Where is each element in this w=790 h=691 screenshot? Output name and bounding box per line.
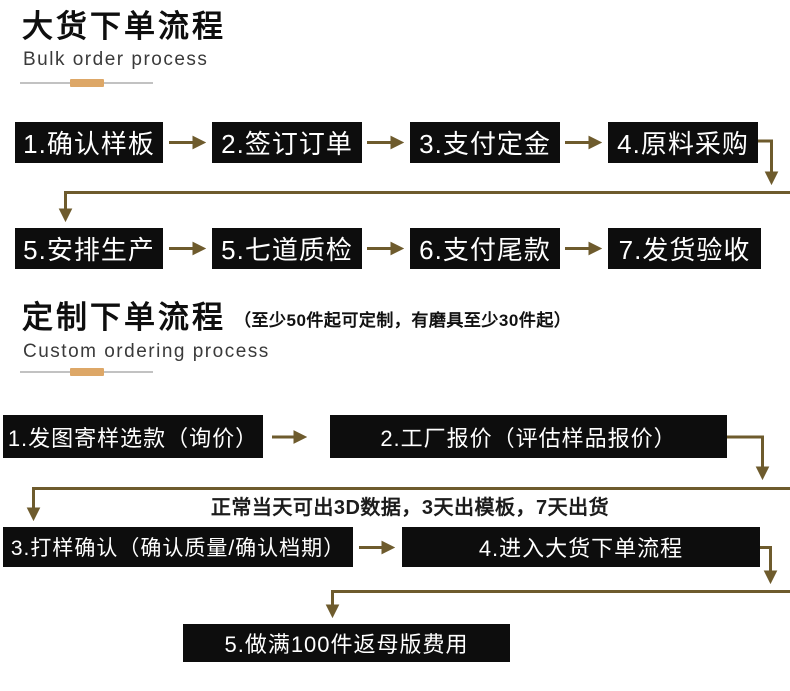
custom-section-subtitle: Custom ordering process (23, 341, 270, 362)
bulk-step-2: 2.签订订单 (212, 122, 362, 163)
custom-step-5: 5.做满100件返母版费用 (183, 624, 510, 662)
bulk-step-7: 6.支付尾款 (410, 228, 560, 269)
bulk-step-8: 7.发货验收 (608, 228, 761, 269)
bulk-section-header: 大货下单流程 (22, 9, 226, 44)
custom-section-header: 定制下单流程 （至少50件起可定制，有磨具至少30件起） (22, 300, 572, 335)
divider-accent (70, 368, 104, 376)
divider-accent (70, 79, 104, 87)
custom-section-note: （至少50件起可定制，有磨具至少30件起） (234, 311, 572, 331)
bulk-step-3: 3.支付定金 (410, 122, 560, 163)
bulk-section-title: 大货下单流程 (22, 9, 226, 44)
connector-custom-step4-down (760, 546, 778, 585)
connector-bulk-return-step5 (58, 191, 790, 223)
bulk-section-subtitle: Bulk order process (23, 49, 209, 70)
custom-step-2: 2.工厂报价（评估样品报价） (330, 415, 727, 458)
custom-section-divider (20, 368, 153, 376)
lead-time-note: 正常当天可出3D数据，3天出模板，7天出货 (210, 497, 610, 519)
connector-custom-step2-down (727, 435, 770, 481)
bulk-step-5: 5.安排生产 (15, 228, 163, 269)
bulk-section-divider (20, 79, 153, 87)
custom-step-4: 4.进入大货下单流程 (402, 527, 760, 567)
bulk-step-1: 1.确认样板 (15, 122, 163, 163)
bulk-step-4: 4.原料采购 (608, 122, 758, 163)
bulk-step-6: 5.七道质检 (212, 228, 362, 269)
custom-step-1: 1.发图寄样选款（询价） (3, 415, 263, 458)
custom-section-title: 定制下单流程 (22, 300, 226, 335)
custom-step-3: 3.打样确认（确认质量/确认档期） (3, 527, 353, 567)
connector-bulk-step4-down (758, 139, 779, 186)
connector-custom-return-step5 (325, 590, 790, 619)
